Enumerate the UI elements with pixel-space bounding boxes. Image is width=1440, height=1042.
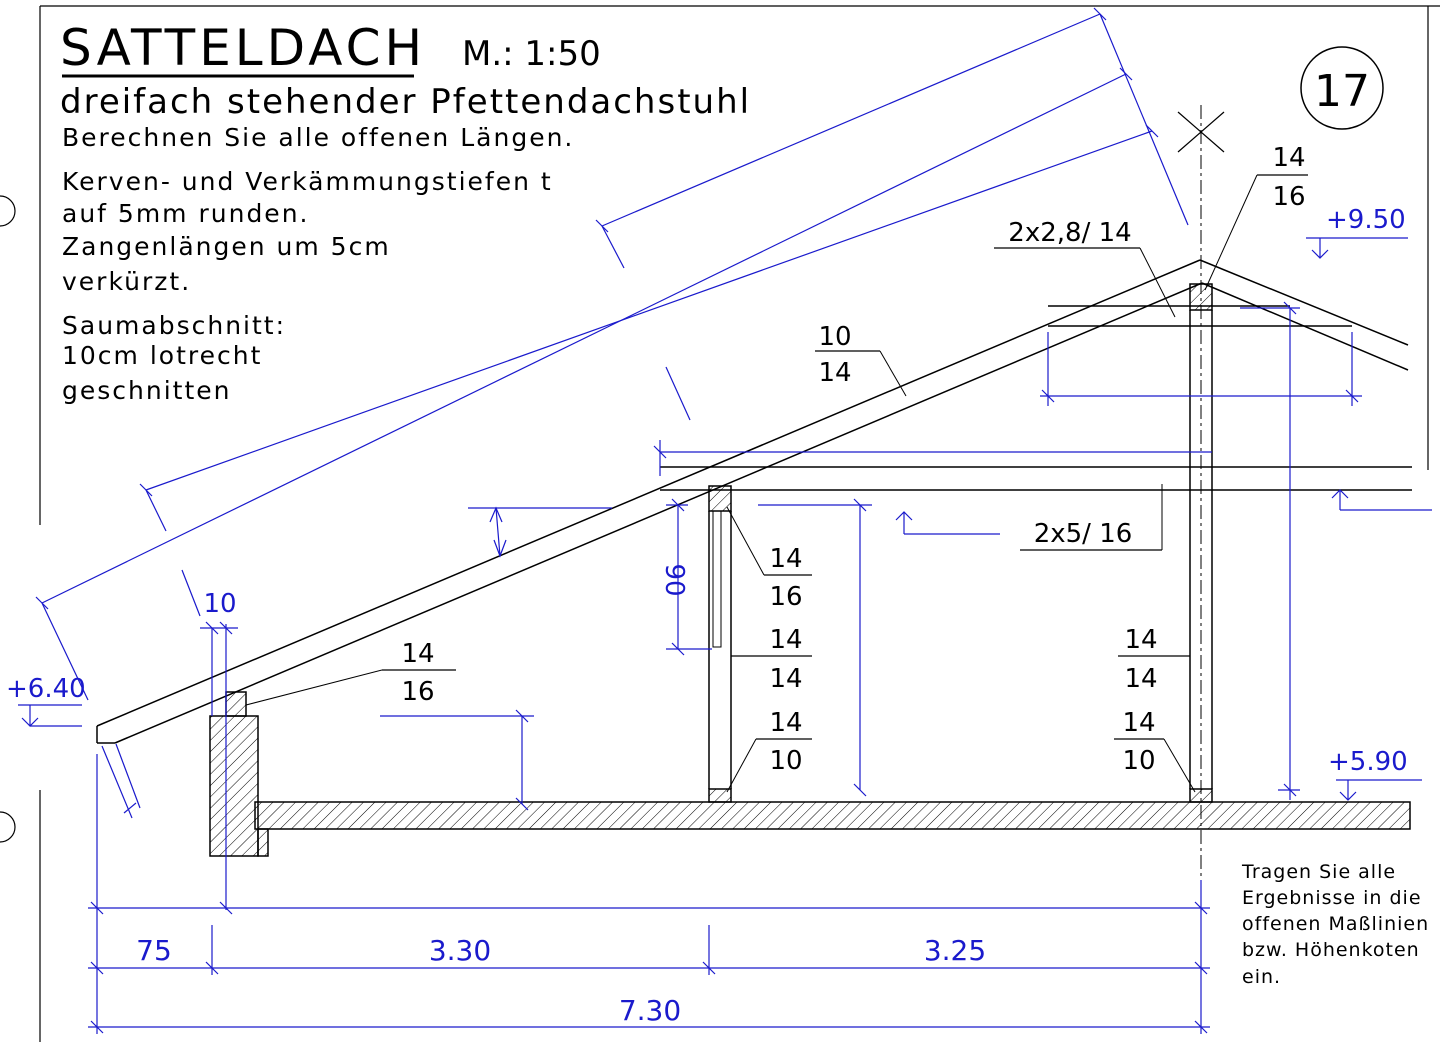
- instruction-2: Kerven- und Verkämmungstiefen t: [62, 167, 553, 196]
- sheet-number: 17: [1314, 66, 1370, 117]
- instruction-1: Berechnen Sie alle offenen Längen.: [62, 123, 574, 152]
- sheet-frame: [0, 5, 1440, 1042]
- eave-elevation: +6.40: [6, 674, 86, 704]
- note-line-3: offenen Maßlinien: [1242, 913, 1429, 935]
- span-right-dimension: 3.25: [924, 934, 986, 967]
- ridge-sill-label-top: 14: [1122, 708, 1155, 738]
- middle-purlin-label-bottom: 16: [769, 582, 802, 612]
- span-left-dimension: 3.30: [429, 934, 491, 967]
- knee-height-dimension: 90: [659, 563, 689, 596]
- note-line-2: Ergebnisse in die: [1242, 887, 1422, 909]
- foot-purlin-label-bottom: 16: [401, 677, 434, 707]
- collar-tie-beams: [660, 305, 1412, 491]
- note-line-4: bzw. Höhenkoten: [1242, 939, 1420, 961]
- subtitle: dreifach stehender Pfettendachstuhl: [60, 82, 751, 122]
- title-block: SATTELDACH M.: 1:50 dreifach stehender P…: [60, 19, 1384, 405]
- dimension-labels: 10 90 +6.40 +9.50 +5.90 75 3.30 3.25 7.3…: [6, 205, 1408, 1027]
- ridge-post: [1177, 105, 1225, 880]
- sheet-number-circle: [1300, 46, 1384, 130]
- dimension-lines: [18, 7, 1432, 1034]
- instruction-3: auf 5mm runden.: [62, 199, 309, 228]
- scale-label: M.: 1:50: [462, 34, 601, 74]
- results-note: Tragen Sie alle Ergebnisse in die offene…: [1241, 861, 1429, 988]
- instruction-4: Zangenlängen um 5cm: [62, 232, 391, 261]
- title: SATTELDACH: [60, 19, 426, 77]
- ridge-purlin-label-top: 14: [1272, 143, 1305, 173]
- overhang-dimension: 75: [136, 934, 172, 967]
- note-line-5: ein.: [1242, 966, 1281, 988]
- middle-purlin-label-top: 14: [769, 544, 802, 574]
- rafter-label-top: 10: [818, 322, 851, 352]
- foot-purlin: [225, 691, 247, 717]
- member-labels: 10 14 14 16 14 16 14 14 14 10 14 14 14 1…: [245, 143, 1308, 793]
- ridge-elevation: +9.50: [1326, 205, 1406, 235]
- ridge-sill-label-bottom: 10: [1122, 746, 1155, 776]
- instruction-8: geschnitten: [62, 376, 232, 405]
- instruction-7: 10cm lotrecht: [62, 341, 262, 370]
- total-dimension: 7.30: [619, 994, 681, 1027]
- middle-sill-label-top: 14: [769, 708, 802, 738]
- middle-post: [708, 485, 732, 803]
- middle-post-label-bottom: 14: [769, 664, 802, 694]
- floor-slab: [209, 715, 1411, 857]
- note-line-1: Tragen Sie alle: [1241, 861, 1396, 883]
- foot-purlin-label-top: 14: [401, 639, 434, 669]
- instruction-5: verkürzt.: [62, 267, 191, 296]
- ridge-post-label-bottom: 14: [1124, 664, 1157, 694]
- floor-elevation: +5.90: [1328, 747, 1408, 777]
- saum-dimension: 10: [203, 589, 236, 619]
- rafter-label-bottom: 14: [818, 358, 851, 388]
- ridge-tie-label: 2x2,8/ 14: [1008, 218, 1131, 248]
- ridge-post-label-top: 14: [1124, 625, 1157, 655]
- middle-post-label-top: 14: [769, 625, 802, 655]
- ridge-purlin-label-bottom: 16: [1272, 182, 1305, 212]
- collar-tie-label: 2x5/ 16: [1034, 519, 1133, 549]
- middle-sill-label-bottom: 10: [769, 746, 802, 776]
- instruction-6: Saumabschnitt:: [62, 311, 286, 340]
